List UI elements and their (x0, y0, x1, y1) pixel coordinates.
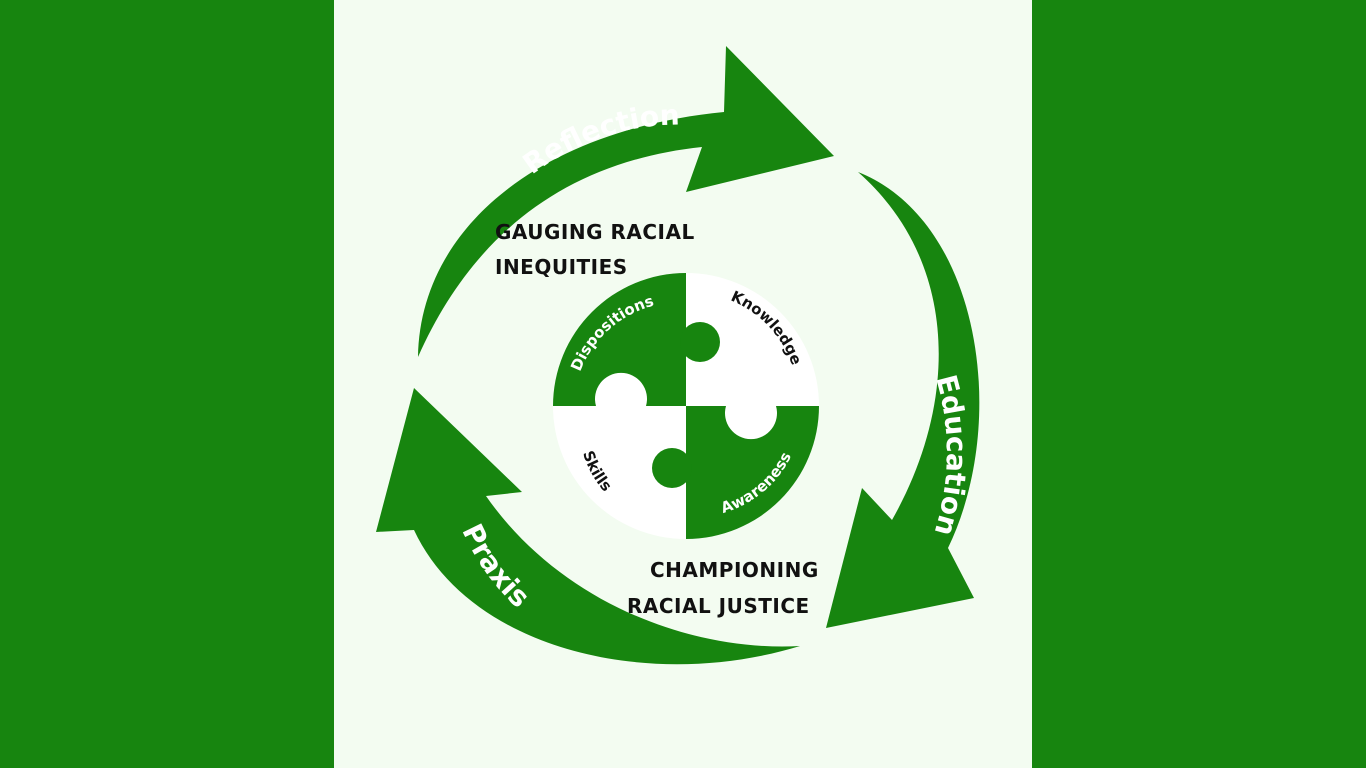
education-arrow (826, 172, 980, 628)
championing-racial-justice-line1: CHAMPIONING (650, 558, 819, 582)
puzzle-circle (553, 273, 819, 539)
puzzle-knob-bottom (652, 448, 692, 488)
puzzle-knob-top (680, 322, 720, 362)
praxis-arrow (376, 388, 800, 665)
championing-racial-justice-line2: RACIAL JUSTICE (627, 594, 810, 618)
gauging-racial-inequities-line2: INEQUITIES (495, 255, 628, 279)
puzzle-piece-awareness (686, 406, 819, 539)
gauging-racial-inequities-line1: GAUGING RACIAL (495, 220, 695, 244)
puzzle-piece-dispositions (553, 273, 686, 406)
reflection-arrow (418, 46, 834, 357)
